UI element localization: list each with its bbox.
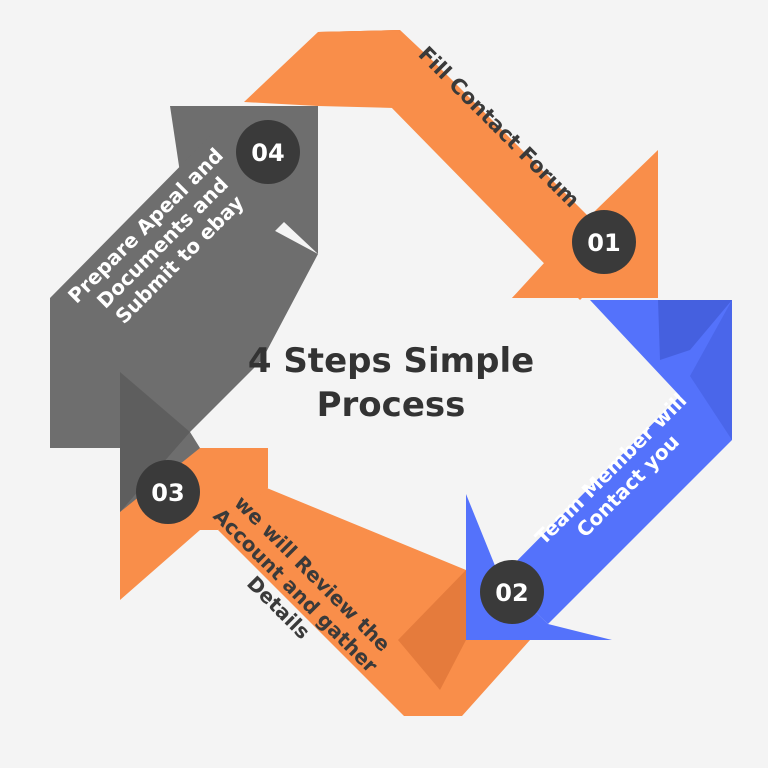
step-badge-01: 01 [572,210,636,274]
badge-02-number: 02 [495,579,528,607]
arrow-02-band [500,300,732,624]
badge-04-number: 04 [251,139,284,167]
arrow-03-fold [398,570,466,690]
center-title: 4 Steps Simple Process [248,341,534,425]
arrow-02-fold-edge [690,300,732,440]
badge-03-circle [136,460,200,524]
badge-02-circle [480,560,544,624]
badge-01-number: 01 [587,229,620,257]
step-badge-04: 04 [236,120,300,184]
badge-03-number: 03 [151,479,184,507]
arrow-02-fold [658,300,732,360]
step-badge-03: 03 [136,460,200,524]
badge-04-circle [236,120,300,184]
arrow-01-band [318,30,626,300]
arrow-01-tail [244,30,400,108]
step-badge-02: 02 [480,560,544,624]
center-title-line-2: Process [317,385,466,425]
arrow-04-band-main [50,132,284,448]
badge-01-circle [572,210,636,274]
center-title-line-1: 4 Steps Simple [248,341,534,381]
